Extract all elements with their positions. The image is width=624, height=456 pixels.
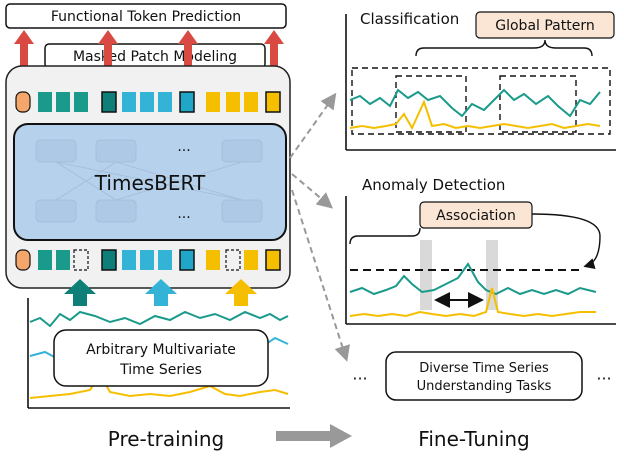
input-token-row: [15, 249, 281, 271]
global-pattern-bracket: [415, 39, 593, 57]
token-cyan: [122, 92, 136, 112]
other-tasks: ··· Diverse Time Series Understanding Ta…: [352, 351, 612, 401]
full-window-dashed: [351, 67, 611, 135]
ellipsis-left: ···: [352, 369, 367, 388]
local-window-2: [499, 75, 577, 133]
input-arrows: [64, 279, 257, 306]
association-box: [419, 201, 533, 229]
pretraining-label: Pre-training: [108, 427, 225, 451]
token-teal-sep: [101, 249, 117, 271]
input-line-2: Time Series: [119, 362, 202, 378]
token-yellow-sep: [265, 249, 281, 271]
finetuning-label: Fine-Tuning: [418, 427, 529, 451]
class-series-teal: [349, 88, 601, 118]
red-arrow-up-icon: [178, 30, 198, 80]
token-yellow: [206, 250, 220, 270]
finetune-connectors: [289, 92, 350, 362]
functional-token-prediction-label: Functional Token Prediction: [51, 9, 241, 25]
class-series-yellow: [349, 99, 601, 131]
classification-title: Classification: [360, 10, 459, 28]
teal-arrow-up-icon: [64, 279, 96, 306]
anom-series-teal: [349, 262, 597, 296]
local-window-1: [395, 75, 467, 133]
classification-panel: Classification Global Pattern: [345, 10, 616, 151]
association-curve-arrow: [531, 213, 601, 270]
masked-patch-modeling-label: Masked Patch Modeling: [73, 49, 237, 65]
connector-anomaly: [291, 173, 334, 209]
timesbert-model: ··· TimesBERT ···: [13, 123, 287, 241]
token-cyan-sep: [179, 249, 195, 271]
functional-token-prediction-box: Functional Token Prediction: [5, 3, 287, 29]
token-cyan: [158, 250, 172, 270]
anomaly-title: Anomaly Detection: [362, 176, 505, 194]
phase-arrow-icon: [276, 424, 352, 448]
cyan-arrow-up-icon: [145, 279, 177, 306]
token-cyan: [140, 250, 154, 270]
anom-series-yellow: [349, 287, 596, 318]
global-pattern-box: [475, 11, 615, 39]
masked-patch-modeling-box: Masked Patch Modeling: [44, 43, 266, 69]
association-label: Association: [436, 208, 516, 224]
token-teal: [56, 250, 70, 270]
connector-classification: [289, 92, 337, 159]
cls-token: [15, 91, 31, 113]
model-dots-bottom: ···: [177, 210, 190, 226]
red-arrow-up-icon: [14, 30, 34, 80]
ellipsis-right: ···: [596, 369, 611, 388]
model-dots-top: ···: [177, 143, 190, 159]
functional-output-arrows: [14, 30, 284, 80]
token-yellow: [206, 92, 220, 112]
token-yellow: [226, 92, 240, 112]
network-sketch: [35, 139, 263, 223]
token-cyan: [122, 250, 136, 270]
token-teal: [56, 92, 70, 112]
connector-others: [291, 189, 350, 362]
tasks-line-1: Diverse Time Series: [419, 361, 549, 376]
series-teal: [29, 310, 289, 328]
input-description-box: Arbitrary Multivariate Time Series: [53, 329, 269, 387]
token-teal: [38, 250, 52, 270]
anomaly-region-2: [486, 240, 498, 310]
model-name: TimesBERT: [94, 171, 206, 195]
yellow-arrow-up-icon: [225, 279, 257, 306]
input-line-1: Arbitrary Multivariate: [86, 342, 236, 358]
masked-token: [225, 249, 241, 271]
anomaly-region-1: [420, 240, 432, 310]
anomaly-panel: Anomaly Detection Association: [345, 176, 616, 325]
tasks-box: [385, 351, 583, 401]
token-cyan-sep: [179, 91, 195, 113]
token-teal: [74, 92, 88, 112]
global-pattern-label: Global Pattern: [495, 18, 594, 34]
red-arrow-up-icon: [264, 30, 284, 80]
masked-token: [73, 249, 89, 271]
token-cyan: [140, 92, 154, 112]
token-cyan: [158, 92, 172, 112]
cls-token: [15, 249, 31, 271]
token-yellow: [244, 92, 258, 112]
series-yellow: [29, 372, 289, 399]
token-teal-sep: [101, 91, 117, 113]
red-arrow-up-icon: [98, 30, 118, 80]
association-bracket-left: [349, 227, 421, 245]
token-yellow-sep: [265, 91, 281, 113]
token-teal: [38, 92, 52, 112]
token-yellow: [244, 250, 258, 270]
output-token-row: [15, 91, 281, 113]
tasks-line-2: Understanding Tasks: [417, 379, 552, 394]
